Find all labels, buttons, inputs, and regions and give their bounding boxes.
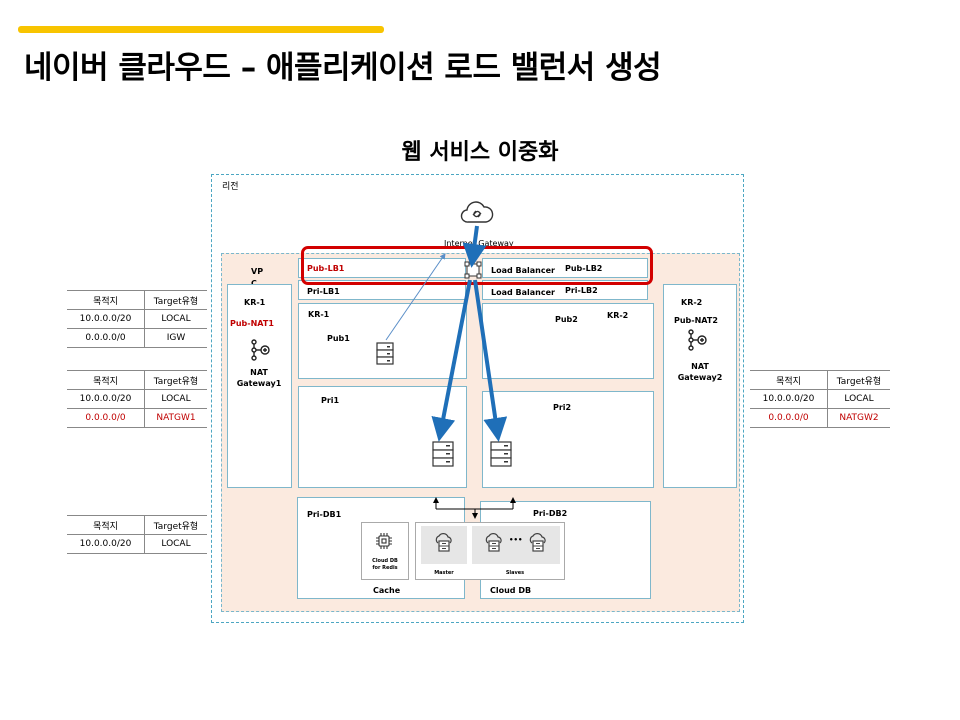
- slaves-bg: [472, 526, 560, 564]
- zone-kr2-nat-box: [663, 284, 737, 488]
- rt-cell: LOCAL: [144, 389, 207, 409]
- nat-gateway2-label: NAT Gateway2: [677, 362, 723, 382]
- server-pri1-icon: [432, 441, 454, 467]
- rt-cell: NATGW1: [144, 408, 207, 428]
- rt-cell: 10.0.0.0/20: [67, 389, 145, 409]
- subnet-pub-nat1-label: Pub-NAT1: [230, 319, 274, 328]
- rt-cell: 0.0.0.0/0: [67, 408, 145, 428]
- subnet-pri-db1-label: Pri-DB1: [307, 510, 342, 519]
- zone-kr2-inner-label: KR-2: [607, 311, 629, 320]
- redis-label: Cloud DB for Redis: [372, 558, 398, 571]
- load-balancer-label-2: Load Balancer: [491, 288, 555, 297]
- subnet-pub2: [482, 303, 654, 379]
- internet-gateway-icon: [460, 200, 494, 226]
- rt-cell: LOCAL: [827, 389, 890, 409]
- slave-db-icon-2: [527, 533, 549, 553]
- cache-label: Cache: [373, 586, 401, 595]
- subnet-pub-lb1-label: Pub-LB1: [307, 264, 345, 273]
- rt-header-dest: 목적지: [67, 370, 145, 390]
- rt-cell: LOCAL: [144, 309, 207, 329]
- zone-kr1-label: KR-1: [244, 298, 266, 307]
- subnet-pri-lb2: [482, 280, 648, 300]
- rt-cell: IGW: [144, 328, 207, 348]
- rt-cell: NATGW2: [827, 408, 890, 428]
- rt-header-dest: 목적지: [67, 515, 145, 535]
- subnet-pri-lb2-label: Pri-LB2: [565, 286, 598, 295]
- diagram-title: 웹 서비스 이중화: [401, 140, 559, 165]
- vpc-label: VP C: [251, 267, 264, 288]
- page-title: 네이버 클라우드 – 애플리케이션 로드 밸런서 생성: [24, 50, 662, 86]
- rt-cell: 10.0.0.0/20: [67, 309, 145, 329]
- subnet-pri2-label: Pri2: [553, 403, 572, 412]
- subnet-pub1-label: Pub1: [327, 334, 350, 343]
- cache-redis-box: [361, 522, 409, 580]
- arrow-lb-to-pri1: [431, 279, 472, 442]
- redis-chip-icon: [374, 531, 394, 551]
- slave-db-icon-1: [483, 533, 505, 553]
- subnet-pri-lb1-label: Pri-LB1: [307, 287, 340, 296]
- nat-gateway2-icon: [686, 329, 708, 351]
- zone-kr1-nat-box: [227, 284, 292, 488]
- region-label: 리전: [222, 182, 239, 192]
- master-label: Master: [434, 570, 454, 576]
- rt-cell: 10.0.0.0/20: [67, 534, 145, 554]
- rt-header-type: Target유형: [144, 515, 207, 535]
- subnet-pub-lb2-label: Pub-LB2: [565, 264, 603, 273]
- subnet-pub-lb2: [482, 258, 648, 278]
- slaves-label: Slaves: [505, 570, 525, 576]
- arrow-igw-to-lb: [462, 225, 487, 268]
- subnet-pri2: [482, 391, 654, 488]
- rt-cell: LOCAL: [144, 534, 207, 554]
- subnet-pub-nat2-label: Pub-NAT2: [674, 316, 718, 325]
- subnet-pub1: [298, 303, 467, 379]
- server-pub1-icon: [376, 342, 394, 366]
- zone-kr1-inner-label: KR-1: [308, 310, 330, 319]
- rt-header-type: Target유형: [144, 370, 207, 390]
- rt-header-type: Target유형: [144, 290, 207, 310]
- cloud-db-label: Cloud DB: [490, 586, 532, 595]
- arrow-pub1-to-igw: [385, 253, 446, 341]
- subnet-pri1-label: Pri1: [321, 396, 340, 405]
- rt-cell: 0.0.0.0/0: [67, 328, 145, 348]
- rt-header-dest: 목적지: [750, 370, 828, 390]
- nat-gateway1-icon: [249, 339, 271, 361]
- zone-kr2-label: KR-2: [681, 298, 703, 307]
- rt-header-dest: 목적지: [67, 290, 145, 310]
- server-pri2-icon: [490, 441, 512, 467]
- subnet-pub2-label: Pub2: [555, 315, 578, 324]
- slaves-ellipsis: •••: [509, 536, 523, 544]
- rt-cell: 10.0.0.0/20: [750, 389, 828, 409]
- accent-bar: [18, 26, 384, 33]
- region-boundary: [211, 174, 744, 623]
- arrow-lb-to-pri2: [473, 279, 508, 442]
- subnet-pri-db2-label: Pri-DB2: [533, 509, 568, 518]
- nat-gateway1-label: NAT Gateway1: [236, 368, 282, 388]
- rt-header-type: Target유형: [827, 370, 890, 390]
- subnet-pub-lb1: [298, 258, 466, 278]
- load-balancer-label-1: Load Balancer: [491, 266, 555, 275]
- rt-cell: 0.0.0.0/0: [750, 408, 828, 428]
- master-db-icon: [433, 533, 455, 553]
